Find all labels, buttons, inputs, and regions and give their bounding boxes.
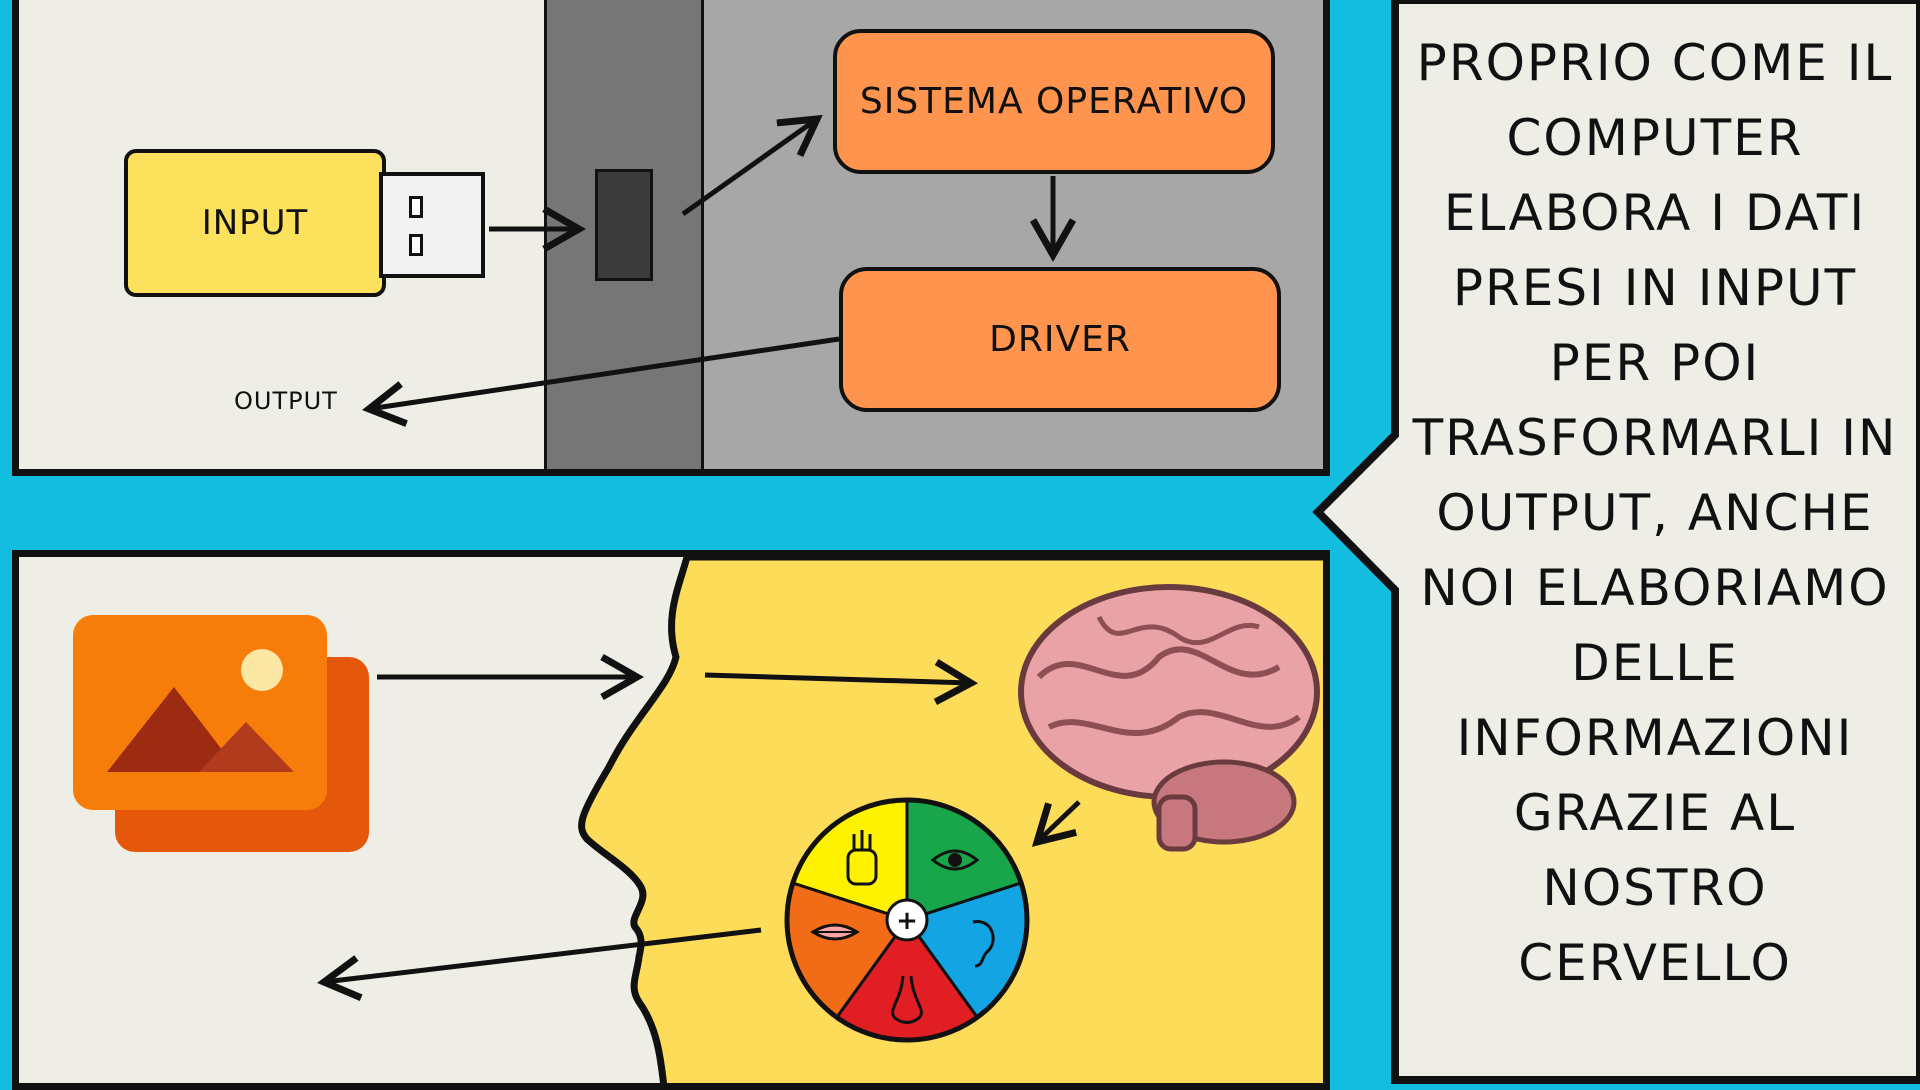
hand-icon: [846, 830, 878, 886]
input-label: INPUT: [201, 203, 309, 243]
eye-icon: [930, 849, 980, 871]
brain-icon: [1018, 584, 1320, 852]
arrow-driver-to-output: [362, 336, 840, 427]
arrow-port-to-os: [681, 114, 823, 217]
nose-icon: [891, 975, 923, 1024]
arrow-brain-to-senses: [1031, 800, 1081, 847]
usb-port: [595, 169, 653, 281]
os-box: SISTEMA OPERATIVO: [833, 29, 1275, 174]
arrow-eye-to-brain: [704, 658, 979, 706]
human-graphics: +: [73, 557, 1323, 1083]
ear-icon: [972, 920, 995, 968]
center-plus: +: [896, 906, 918, 936]
os-label: SISTEMA OPERATIVO: [859, 81, 1249, 122]
five-senses-wheel-icon: +: [784, 797, 1030, 1043]
arrow-senses-to-output: [316, 927, 762, 1001]
callout-text: PROPRIO COME IL COMPUTER ELABORA I DATI …: [1412, 34, 1898, 992]
driver-label: DRIVER: [989, 319, 1131, 360]
image-gallery-icon: [73, 615, 369, 852]
driver-box: DRIVER: [839, 267, 1281, 412]
computer-arrows: [362, 114, 1077, 427]
usb-plug: [379, 172, 485, 278]
computer-panel: INPUT SISTEMA OPERATIVO DRIVER OUTPUT: [12, 0, 1330, 476]
mouth-icon: [810, 923, 860, 941]
human-panel: +: [12, 550, 1330, 1090]
output-label: OUTPUT: [234, 387, 338, 415]
